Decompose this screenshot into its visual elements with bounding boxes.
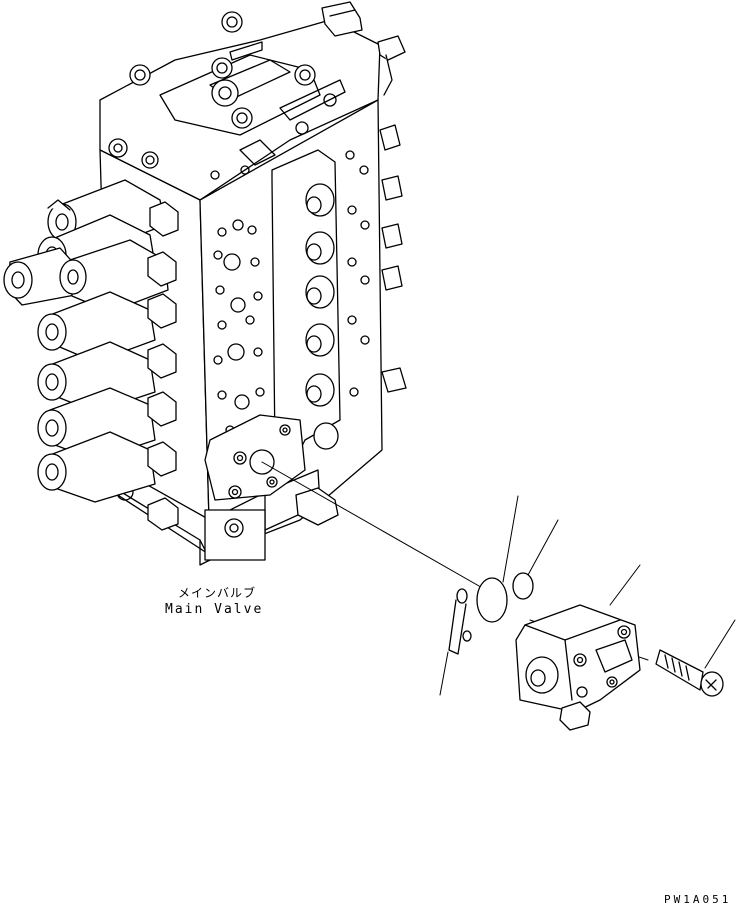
hex-nut (148, 202, 178, 476)
main-valve-label-en: Main Valve (165, 602, 264, 617)
port-holes (211, 151, 369, 434)
top-bolt (109, 139, 127, 157)
top-bolt (222, 12, 242, 32)
main-valve-assembly (4, 2, 406, 565)
dowel-pin (449, 589, 471, 654)
solenoid-cap (38, 342, 155, 412)
solenoid-cap (38, 432, 155, 502)
top-bolt (232, 108, 252, 128)
spool-plug (306, 184, 338, 449)
cover-block (516, 605, 640, 730)
top-bolt (142, 152, 158, 168)
o-ring-small (513, 573, 533, 599)
o-ring-large (477, 578, 507, 622)
top-bolt (130, 65, 150, 85)
side-fitting (380, 125, 406, 392)
solenoid-cap (38, 292, 155, 362)
top-bolt (295, 65, 315, 85)
cap-screw (656, 650, 723, 696)
top-bolt (212, 58, 232, 78)
top-fitting (322, 2, 405, 95)
section-flange (205, 415, 305, 500)
drawing-code: PW1A051 (664, 893, 732, 906)
assembly-line (262, 462, 500, 598)
bottom-plug (148, 488, 338, 530)
solenoid-cap (60, 240, 168, 312)
callout-leaders (440, 496, 735, 695)
main-valve-label-jp: メインバルブ (178, 586, 257, 600)
